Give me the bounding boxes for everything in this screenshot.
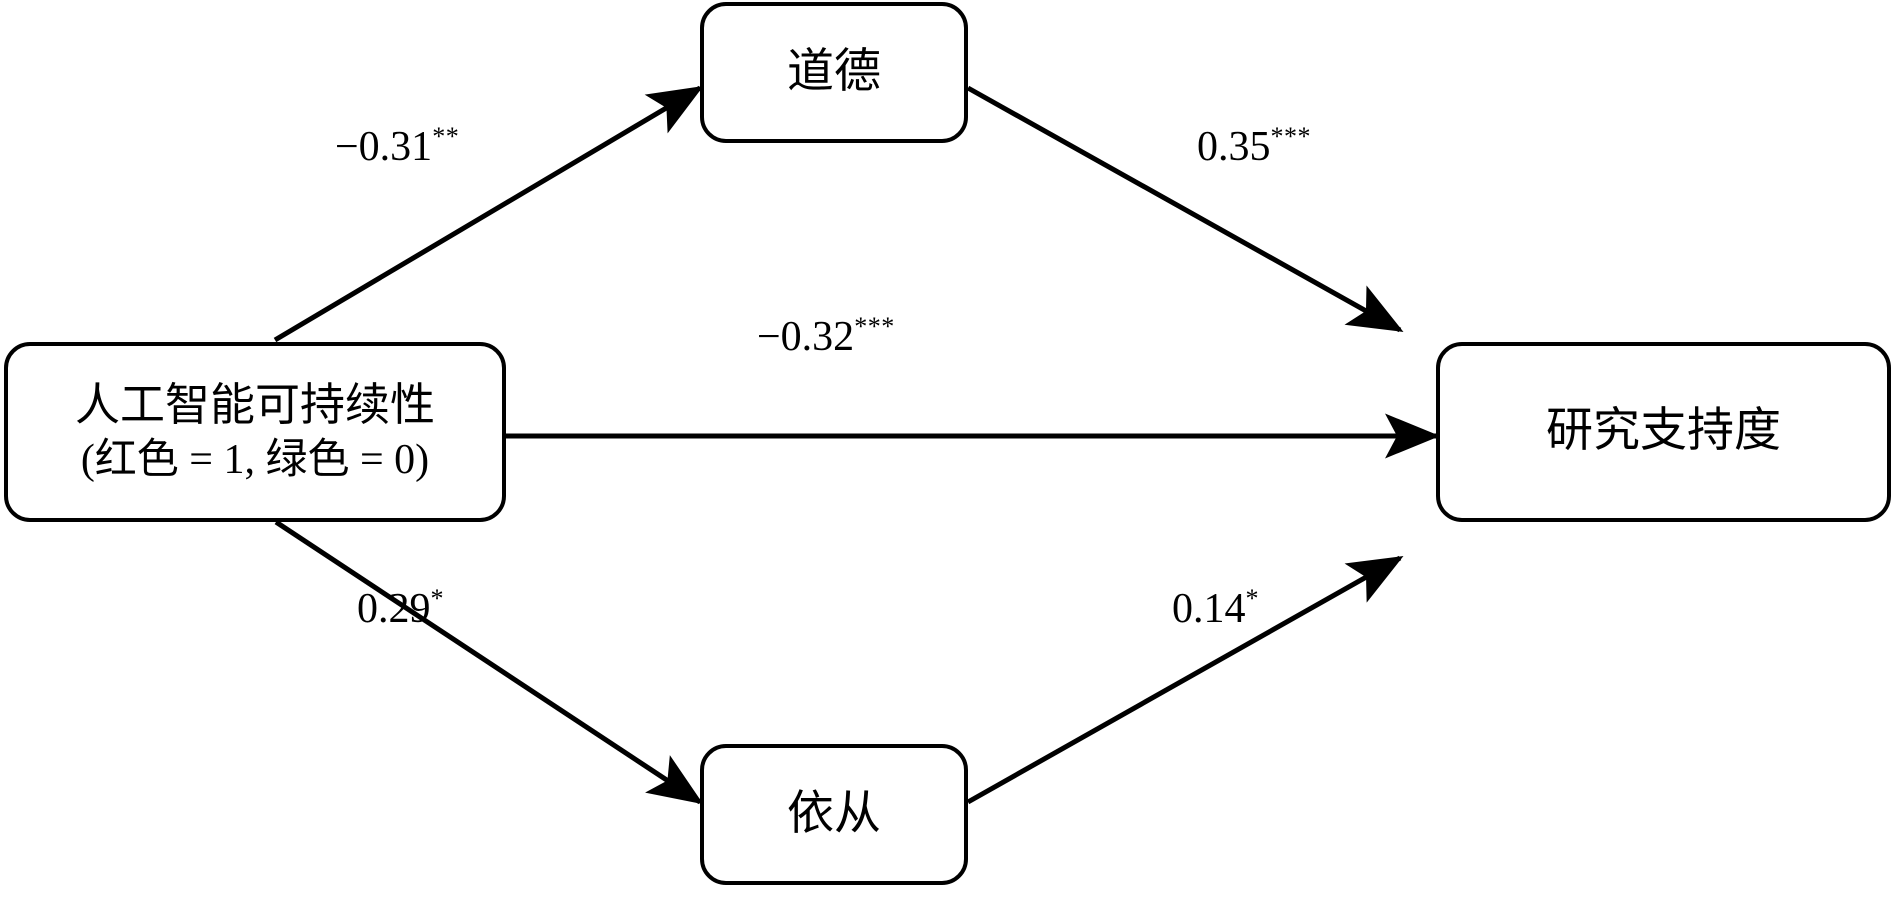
arrow-morality-to-outcome xyxy=(966,85,1404,333)
arrow-compliance-to-outcome xyxy=(966,555,1404,805)
node-morality-label: 道德 xyxy=(787,45,881,98)
path-significance-c: *** xyxy=(854,312,895,341)
node-ai-sustainability-line2: (红色 = 1, 绿色 = 0) xyxy=(80,436,430,483)
path-coefficient-morality-to-outcome: 0.35*** xyxy=(1197,122,1311,171)
node-research-support[interactable]: 研究支持度 xyxy=(1436,342,1891,522)
path-coefficient-value-b1: 0.35 xyxy=(1197,124,1271,170)
path-significance-b1: *** xyxy=(1270,122,1312,151)
path-significance-b2: * xyxy=(1245,584,1260,613)
path-coefficient-predictor-to-morality: −0.31** xyxy=(335,122,459,171)
path-coefficient-value-c: −0.32 xyxy=(757,314,855,360)
path-coefficient-compliance-to-outcome: 0.14* xyxy=(1172,584,1259,633)
node-ai-sustainability[interactable]: 人工智能可持续性 (红色 = 1, 绿色 = 0) xyxy=(4,342,506,522)
node-compliance-label: 依从 xyxy=(787,787,881,840)
path-coefficient-value-a2: 0.29 xyxy=(357,586,431,632)
node-morality[interactable]: 道德 xyxy=(700,2,968,143)
path-coefficient-predictor-to-compliance: 0.29* xyxy=(357,584,444,633)
path-coefficient-value-b2: 0.14 xyxy=(1172,586,1246,632)
path-significance-a1: ** xyxy=(432,122,460,151)
node-compliance[interactable]: 依从 xyxy=(700,744,968,885)
arrow-predictor-to-compliance xyxy=(274,519,704,805)
node-research-support-label: 研究支持度 xyxy=(1546,405,1781,458)
node-ai-sustainability-line1: 人工智能可持续性 xyxy=(74,379,435,430)
path-significance-a2: * xyxy=(430,584,445,613)
path-coefficient-value-a1: −0.31 xyxy=(335,124,433,170)
arrow-predictor-to-morality xyxy=(273,85,704,343)
path-coefficient-predictor-to-outcome: −0.32*** xyxy=(757,312,895,361)
